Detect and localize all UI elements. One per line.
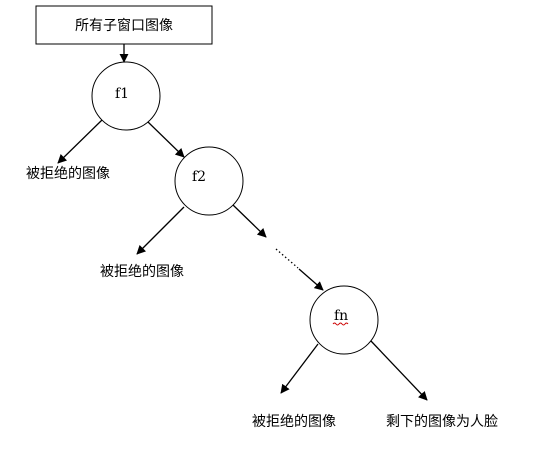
edge-f2-to-rejected-2 [136, 206, 185, 255]
node-f2: f2 [174, 146, 244, 216]
edge-f2-to-ellipsis [232, 204, 267, 238]
ellipsis-dots [275, 248, 299, 269]
accepted-faces-label: 剩下的图像为人脸 [386, 414, 498, 430]
rejected-label-2: 被拒绝的图像 [100, 264, 184, 280]
edge-fn-to-rejected-n [280, 343, 319, 394]
node-f2-label: f2 [192, 169, 206, 185]
edge-f1-to-f2 [147, 121, 185, 158]
rejected-label-1: 被拒绝的图像 [26, 166, 110, 182]
node-f1-label: f1 [115, 86, 129, 102]
edge-ellipsis-to-fn [298, 268, 324, 291]
root-box: 所有子窗口图像 [35, 5, 213, 45]
node-fn-label: fn [334, 308, 348, 324]
spellcheck-underline [332, 322, 349, 326]
node-fn: fn [309, 285, 379, 355]
edge-f1-to-rejected-1 [57, 119, 103, 164]
root-box-label: 所有子窗口图像 [75, 17, 173, 34]
rejected-label-n: 被拒绝的图像 [252, 414, 336, 430]
edge-fn-to-accepted [370, 340, 428, 401]
node-f1: f1 [91, 61, 161, 131]
